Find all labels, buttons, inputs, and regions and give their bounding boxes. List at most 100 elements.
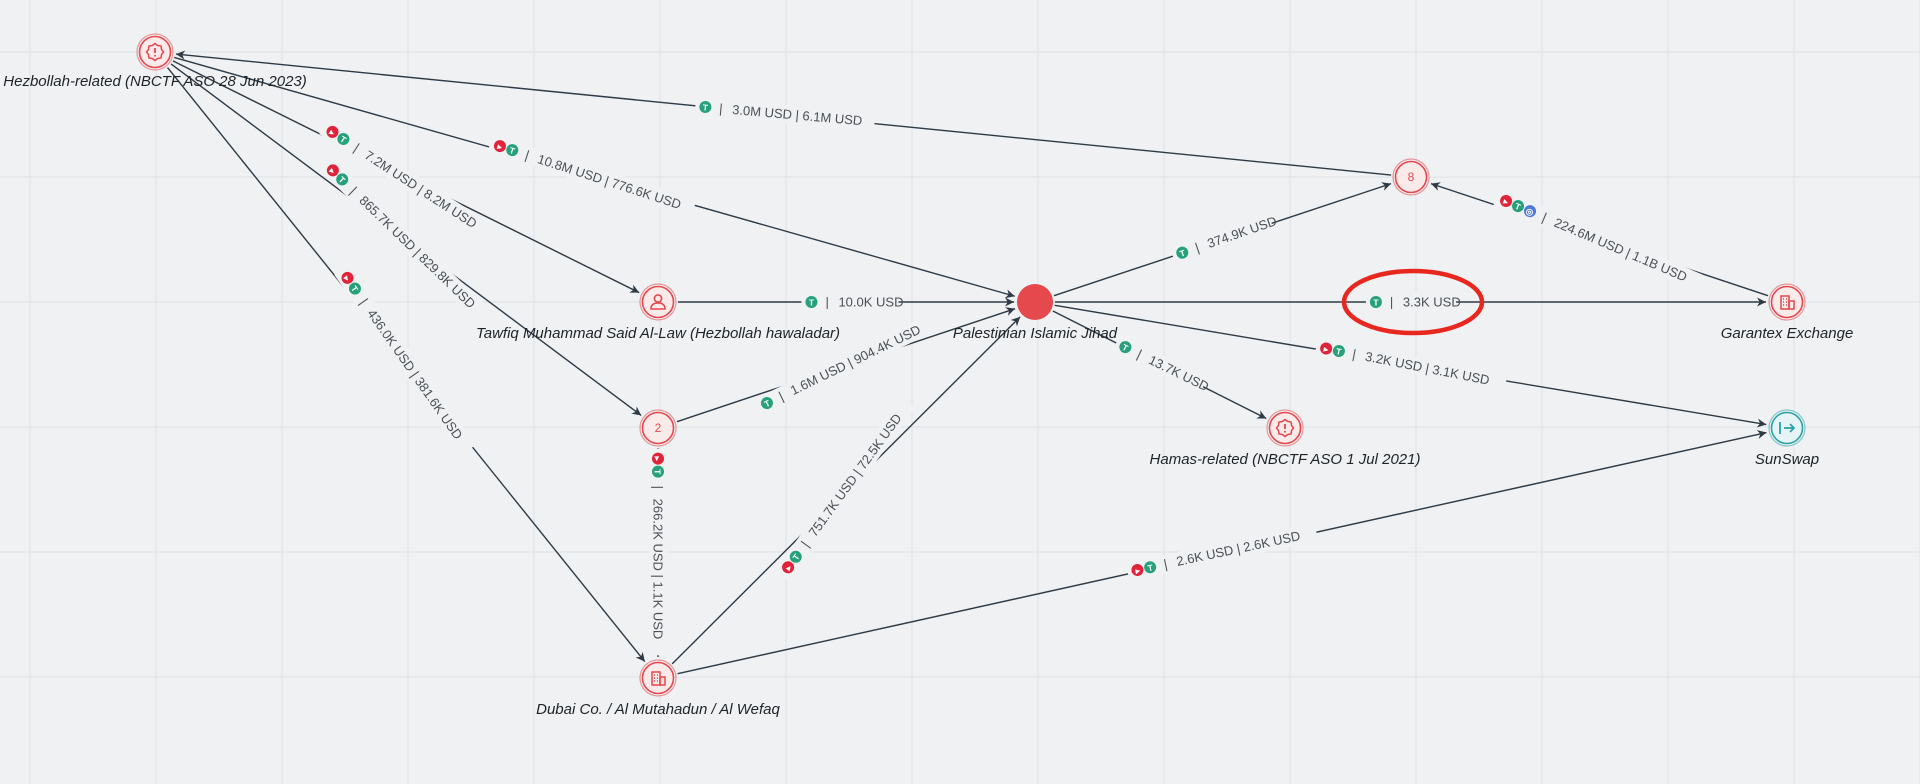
- edge-label-separator: |: [1162, 556, 1168, 571]
- edge-label-background: [1125, 523, 1319, 581]
- usdt-token-icon: T: [1144, 561, 1157, 574]
- node-dubai[interactable]: Dubai Co. / Al Mutahadun / Al Wefaq: [536, 659, 781, 718]
- edge-amount-text: 2.6K USD | 2.6K USD: [1175, 528, 1302, 569]
- edge-label[interactable]: T | 3.0M USD | 6.1M USD: [694, 97, 876, 131]
- edge-label-background: [487, 134, 697, 218]
- edge-label-separator: |: [825, 295, 828, 310]
- node-tawfiq[interactable]: Tawfiq Muhammad Said Al-Law (Hezbollah h…: [476, 283, 840, 342]
- svg-text:T: T: [1147, 562, 1155, 573]
- usdt-token-icon: T: [1332, 344, 1345, 357]
- edge-label-background: [1493, 188, 1703, 292]
- edge-label-background: [754, 314, 936, 416]
- usdt-token-icon: T: [1512, 200, 1525, 212]
- svg-text:▸: ▸: [653, 456, 663, 462]
- edge-label[interactable]: T | 3.3K USD: [1365, 293, 1461, 311]
- node-hamas[interactable]: Hamas-related (NBCTF ASO 1 Jul 2021): [1150, 409, 1421, 468]
- trx-token-icon: ▸: [1320, 342, 1333, 355]
- edge-label-separator: |: [719, 101, 724, 116]
- edge-label[interactable]: ▸T◎|224.6M USD | 1.1B USD: [1493, 188, 1703, 292]
- node-label: Tawfiq Muhammad Said Al-Law (Hezbollah h…: [476, 325, 840, 342]
- svg-text:▸: ▸: [1322, 343, 1330, 354]
- node-pij[interactable]: Palestinian Islamic Jihad: [953, 284, 1118, 342]
- svg-text:T: T: [763, 398, 773, 410]
- usdt-token-icon: T: [336, 173, 349, 186]
- trx-token-icon: ▸: [1131, 563, 1144, 576]
- svg-text:▸: ▸: [1501, 196, 1510, 208]
- svg-text:▸: ▸: [327, 126, 337, 138]
- usdt-token-icon: T: [1369, 296, 1382, 308]
- svg-text:T: T: [1121, 342, 1131, 354]
- svg-text:◎: ◎: [1524, 206, 1535, 218]
- edge-amount-text: 3.3K USD: [1403, 295, 1461, 310]
- edge-label[interactable]: ▸T|751.7K USD | 72.5K USD: [774, 397, 916, 581]
- edge-label-background: [1314, 337, 1508, 393]
- edge-label-separator: |: [1193, 240, 1201, 255]
- svg-text:▸: ▸: [783, 562, 795, 573]
- usdt-token-icon: T: [652, 465, 664, 478]
- usdt-token-icon: T: [699, 101, 712, 114]
- svg-text:T: T: [702, 102, 709, 112]
- node-label: Hezbollah-related (NBCTF ASO 28 Jun 2023…: [3, 73, 306, 90]
- node-cluster8[interactable]: 8: [1392, 158, 1430, 196]
- node-label: Dubai Co. / Al Mutahadun / Al Wefaq: [536, 701, 780, 718]
- node-label: SunSwap: [1755, 451, 1819, 468]
- svg-text:T: T: [349, 284, 361, 295]
- edge-label-separator: |: [1135, 346, 1145, 361]
- edge-amount-text: 3.0M USD | 6.1M USD: [732, 102, 863, 128]
- usdt-token-icon: T: [1176, 246, 1189, 259]
- cluster-count: 8: [1408, 170, 1415, 184]
- edge-label[interactable]: ▸T|10.8M USD | 776.6K USD: [487, 134, 697, 218]
- edge-label-separator: |: [1351, 346, 1357, 361]
- edge-amount-text: 266.2K USD | 1.1K USD: [651, 499, 666, 640]
- usdt-token-icon: T: [506, 144, 519, 156]
- swap-arrow-icon: [1779, 422, 1796, 434]
- usdt-token-icon: T: [805, 296, 818, 308]
- edge-amount-text: 436.0K USD | 381.6K USD: [364, 306, 465, 442]
- edge-label-background: [334, 264, 476, 456]
- usdt-token-icon: T: [337, 132, 350, 145]
- building-icon: [1780, 295, 1795, 310]
- svg-text:T: T: [653, 469, 663, 475]
- edge-label[interactable]: T|374.9K USD: [1169, 212, 1279, 265]
- trx-token-icon: ▸: [327, 164, 339, 177]
- edge-label-separator: |: [651, 486, 666, 489]
- svg-text:T: T: [508, 145, 517, 156]
- edge-amount-text: 10.8M USD | 776.6K USD: [536, 151, 683, 212]
- node-sunswap[interactable]: SunSwap: [1755, 409, 1819, 468]
- node-hezbollah[interactable]: Hezbollah-related (NBCTF ASO 28 Jun 2023…: [3, 33, 307, 90]
- trx-token-icon: ▸: [341, 271, 354, 284]
- edge-label-background: [801, 293, 899, 311]
- svg-text:T: T: [809, 298, 815, 308]
- edge-label-separator: |: [1540, 210, 1549, 225]
- edge-label[interactable]: T | 10.0K USD: [801, 293, 903, 311]
- alert-icon: [1275, 418, 1295, 438]
- edge-label-background: [319, 118, 491, 240]
- node-label: Hamas-related (NBCTF ASO 1 Jul 2021): [1150, 451, 1421, 468]
- edge-label-background: [649, 448, 667, 656]
- solid-dot-icon: [1017, 284, 1053, 320]
- edge-amount-text: 13.7K USD: [1146, 352, 1211, 394]
- usdt-token-icon: T: [789, 550, 802, 563]
- edge-label[interactable]: T |13.7K USD: [1112, 334, 1212, 396]
- building-icon: [651, 671, 666, 686]
- nodes-layer: Hezbollah-related (NBCTF ASO 28 Jun 2023…: [3, 33, 1854, 718]
- node-cluster2[interactable]: 2: [639, 409, 677, 447]
- edge-label[interactable]: ▸ T | 266.2K USD | 1.1K USD: [649, 448, 667, 656]
- edge-label-background: [319, 156, 491, 324]
- edge-labels-layer: T|3.0M USD | 6.1M USD▸T|10.8M USD | 776.…: [319, 97, 1703, 656]
- edge-amount-text: 751.7K USD | 72.5K USD: [806, 411, 905, 539]
- edge-amount-text: 10.0K USD: [838, 295, 903, 310]
- edge-label-background: [774, 397, 916, 581]
- edge-label-background: [1365, 293, 1457, 311]
- alert-icon: [145, 42, 165, 62]
- edge-label-separator: |: [1390, 295, 1393, 310]
- trx-token-icon: ▸: [1500, 194, 1513, 208]
- node-garantex[interactable]: Garantex Exchange: [1721, 283, 1854, 342]
- trx-token-icon: ▸: [326, 125, 339, 138]
- svg-text:▸: ▸: [341, 273, 353, 284]
- highlight-ellipse: [1341, 268, 1485, 336]
- edge-label[interactable]: ▸T|3.2K USD | 3.1K USD: [1314, 337, 1508, 393]
- edge-label-separator: |: [776, 389, 786, 404]
- svg-text:T: T: [337, 174, 348, 185]
